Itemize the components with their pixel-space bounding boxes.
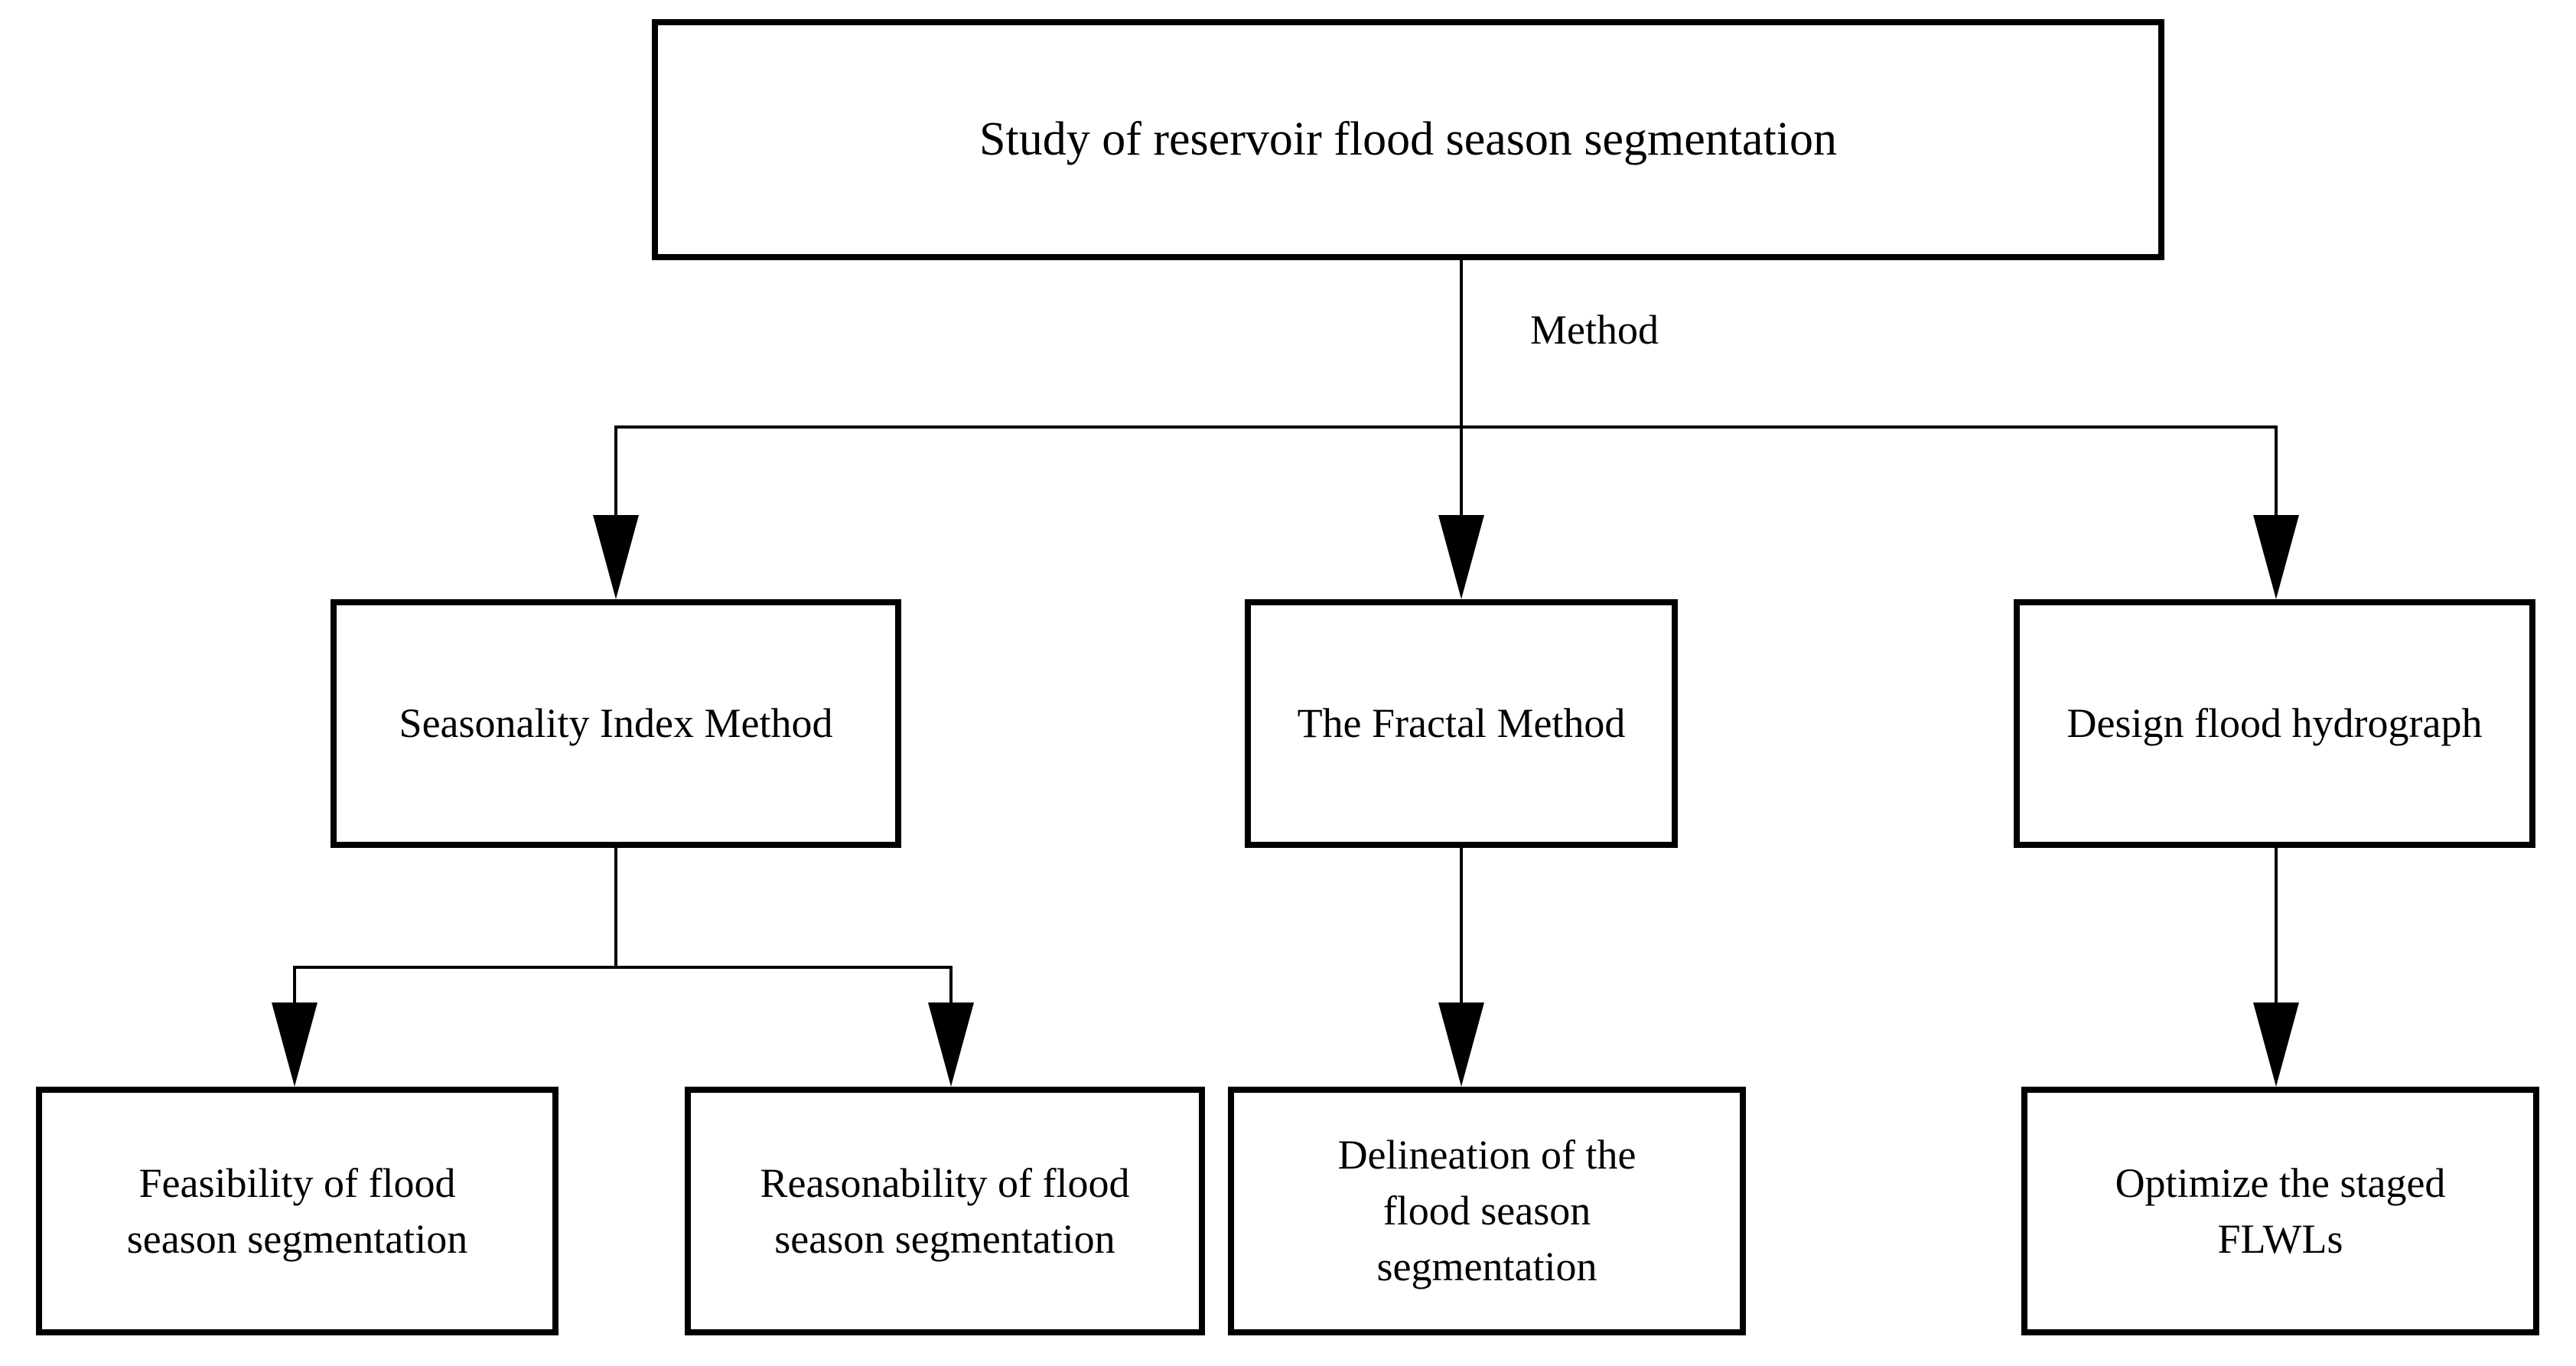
arrowhead-into-reasonability	[928, 1002, 974, 1087]
arrowhead-into-design	[2253, 515, 2299, 599]
node-feasibility-label: Feasibility of flood season segmentation	[126, 1159, 468, 1262]
node-reasonability-label: Reasonability of flood season segmentati…	[760, 1159, 1130, 1262]
node-delineation: Delineation of the flood season segmenta…	[1228, 1087, 1746, 1335]
node-fractal-label: The Fractal Method	[1297, 700, 1626, 747]
connector-design-vertical	[2275, 846, 2278, 1006]
node-seasonality-index-method: Seasonality Index Method	[331, 599, 901, 848]
node-delineation-label: Delineation of the flood season segmenta…	[1337, 1132, 1636, 1289]
node-optimize-flwls: Optimize the staged FLWLs	[2021, 1087, 2539, 1335]
node-feasibility: Feasibility of flood season segmentation	[36, 1087, 559, 1335]
connector-drop-reasonability	[949, 966, 953, 1006]
node-seasonality-label: Seasonality Index Method	[399, 700, 833, 747]
connector-drop-design	[2275, 425, 2278, 517]
node-optimize-label: Optimize the staged FLWLs	[2115, 1159, 2446, 1262]
arrowhead-into-fractal	[1438, 515, 1484, 599]
arrowhead-into-seasonality	[593, 515, 639, 599]
arrowhead-into-optimize	[2253, 1002, 2299, 1087]
arrowhead-into-feasibility	[272, 1002, 318, 1087]
node-design-flood-hydrograph: Design flood hydrograph	[2014, 599, 2535, 848]
connector-seasonality-vertical	[614, 848, 617, 969]
arrowhead-into-delineation	[1438, 1002, 1484, 1087]
connector-root-vertical	[1460, 260, 1463, 517]
node-fractal-method: The Fractal Method	[1245, 599, 1678, 848]
connector-distribution-rail	[614, 425, 2278, 429]
node-design-label: Design flood hydrograph	[2066, 700, 2483, 747]
connector-drop-seasonality	[614, 425, 617, 517]
connector-drop-feasibility	[293, 966, 296, 1006]
node-reasonability: Reasonability of flood season segmentati…	[685, 1087, 1205, 1335]
connector-seasonality-split-rail	[293, 966, 953, 969]
node-root-label: Study of reservoir flood season segmenta…	[979, 112, 1837, 165]
connector-fractal-vertical	[1460, 846, 1463, 1006]
node-root: Study of reservoir flood season segmenta…	[652, 19, 2164, 260]
edge-label-method: Method	[1530, 307, 1659, 353]
